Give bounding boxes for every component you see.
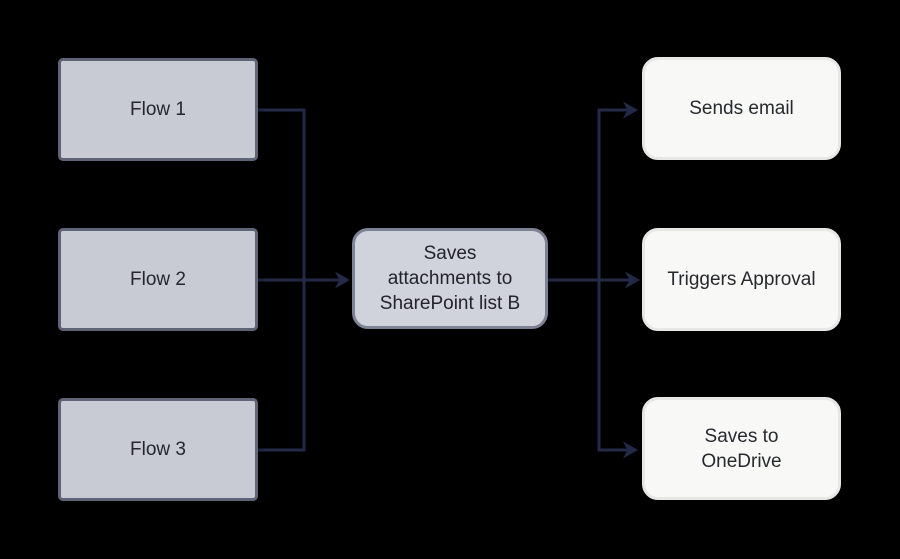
connector-process-to-email (597, 108, 628, 282)
node-saves-to-onedrive-label: Saves to OneDrive (701, 425, 782, 472)
arrowhead-into-email (623, 101, 638, 119)
node-saves-attachments: Saves attachments to SharePoint list B (352, 228, 548, 329)
connector-process-to-onedrive (597, 278, 628, 452)
node-triggers-approval-label: Triggers Approval (667, 269, 816, 290)
arrowhead-into-onedrive (623, 441, 638, 459)
connector-flow3-to-junction (258, 278, 306, 452)
node-flow-1-label: Flow 1 (130, 98, 186, 120)
node-flow-3-label: Flow 3 (130, 438, 186, 460)
node-flow-2-label: Flow 2 (130, 268, 186, 290)
node-saves-to-onedrive: Saves to OneDrive (642, 397, 841, 500)
arrowhead-into-approval (625, 271, 640, 289)
node-triggers-approval: Triggers Approval (642, 228, 841, 331)
connector-flow1-to-junction (258, 108, 306, 282)
arrowhead-into-process (335, 271, 350, 289)
node-saves-attachments-label: Saves attachments to SharePoint list B (379, 243, 521, 314)
node-flow-2: Flow 2 (58, 228, 258, 331)
node-sends-email: Sends email (642, 57, 841, 160)
node-flow-3: Flow 3 (58, 398, 258, 501)
node-sends-email-label: Sends email (689, 98, 794, 119)
node-flow-1: Flow 1 (58, 58, 258, 161)
